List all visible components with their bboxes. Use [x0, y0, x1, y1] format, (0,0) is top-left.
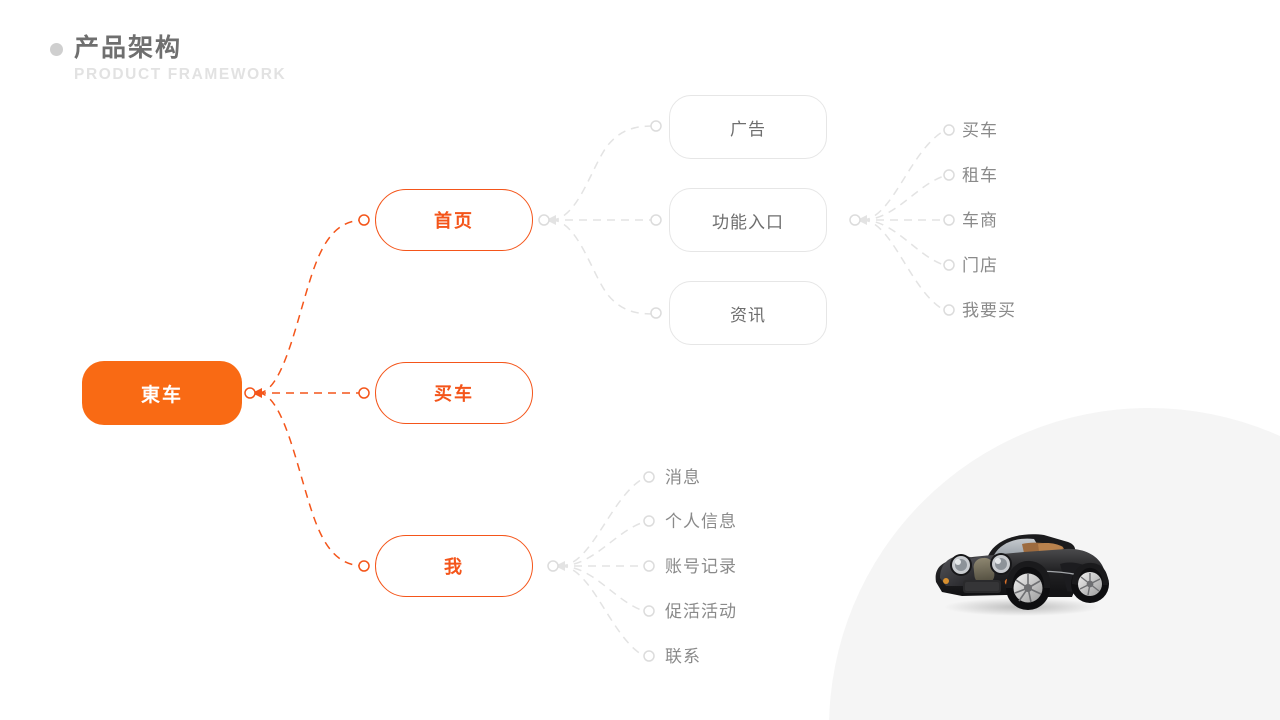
mindmap-node-func-entry-label: 功能入口 [712, 212, 784, 233]
anchor-func-leaf-1 [943, 169, 955, 181]
link-me-leaf-4 [559, 565, 645, 657]
leaf-me-messages[interactable]: 消息 [665, 468, 701, 488]
mindmap-node-buy[interactable]: 买车 [375, 362, 533, 424]
anchor-home [358, 214, 370, 226]
hub-root [244, 387, 256, 399]
header-text-group: 产品架构 PRODUCT FRAMEWORK [74, 33, 287, 84]
link-home-ad [550, 125, 655, 221]
anchor-me-leaf-2 [643, 560, 655, 572]
leaf-func-rent-car[interactable]: 租车 [962, 166, 998, 186]
mindmap-node-ad[interactable]: 广告 [669, 95, 827, 159]
anchor-func-leaf-0 [943, 124, 955, 136]
anchor-buy [358, 387, 370, 399]
link-me-leaf-3 [559, 565, 645, 612]
anchor-ad [650, 120, 662, 132]
page-title: 产品架构 [74, 33, 183, 62]
mindmap-root-node[interactable]: 東车 [82, 361, 242, 425]
dot-icon [50, 43, 63, 56]
link-me-leaf-0 [559, 477, 645, 567]
link-func-leaf-3 [861, 219, 945, 266]
hub-me [547, 560, 559, 572]
arrow-home-hub [546, 215, 556, 225]
mindmap-node-ad-label: 广告 [730, 119, 766, 140]
anchor-func [650, 214, 662, 226]
link-root-me [257, 392, 363, 567]
anchor-me-leaf-1 [643, 515, 655, 527]
leaf-func-buy-car[interactable]: 买车 [962, 121, 998, 141]
anchor-func-leaf-3 [943, 259, 955, 271]
car-image [935, 534, 1109, 616]
arrow-me-hub [555, 561, 565, 571]
leaf-func-store[interactable]: 门店 [962, 256, 998, 276]
arrow-root [252, 388, 262, 398]
anchor-me-leaf-4 [643, 650, 655, 662]
mindmap-node-me-label: 我 [444, 557, 464, 578]
arrow-func-hub [857, 215, 867, 225]
anchor-news [650, 307, 662, 319]
hub-home [538, 214, 550, 226]
leaf-me-contact[interactable]: 联系 [665, 647, 701, 667]
leaf-me-profile[interactable]: 个人信息 [665, 512, 737, 532]
mindmap-node-home[interactable]: 首页 [375, 189, 533, 251]
page-header: 产品架构 PRODUCT FRAMEWORK [50, 33, 287, 84]
anchor-me [358, 560, 370, 572]
anchor-func-leaf-4 [943, 304, 955, 316]
mindmap-node-buy-label: 买车 [434, 384, 474, 405]
mindmap-node-news-label: 资讯 [730, 305, 766, 326]
link-func-leaf-4 [861, 219, 945, 311]
mindmap-root-label: 東车 [140, 383, 183, 406]
hub-func [849, 214, 861, 226]
link-root-home [257, 219, 363, 394]
link-home-news [550, 219, 655, 315]
leaf-func-want-buy[interactable]: 我要买 [962, 301, 1016, 321]
mindmap-node-news[interactable]: 资讯 [669, 281, 827, 345]
link-me-leaf-1 [559, 521, 645, 567]
leaf-me-promotion[interactable]: 促活活动 [665, 602, 737, 622]
anchor-func-leaf-2 [943, 214, 955, 226]
mindmap-node-me[interactable]: 我 [375, 535, 533, 597]
anchor-me-leaf-3 [643, 605, 655, 617]
mindmap-node-func-entry[interactable]: 功能入口 [669, 188, 827, 252]
page-subtitle: PRODUCT FRAMEWORK [74, 65, 287, 83]
leaf-func-dealer[interactable]: 车商 [962, 211, 998, 231]
anchor-me-leaf-0 [643, 471, 655, 483]
link-func-leaf-0 [861, 130, 945, 221]
link-func-leaf-1 [861, 175, 945, 221]
leaf-me-records[interactable]: 账号记录 [665, 557, 737, 577]
mindmap-node-home-label: 首页 [434, 211, 474, 232]
